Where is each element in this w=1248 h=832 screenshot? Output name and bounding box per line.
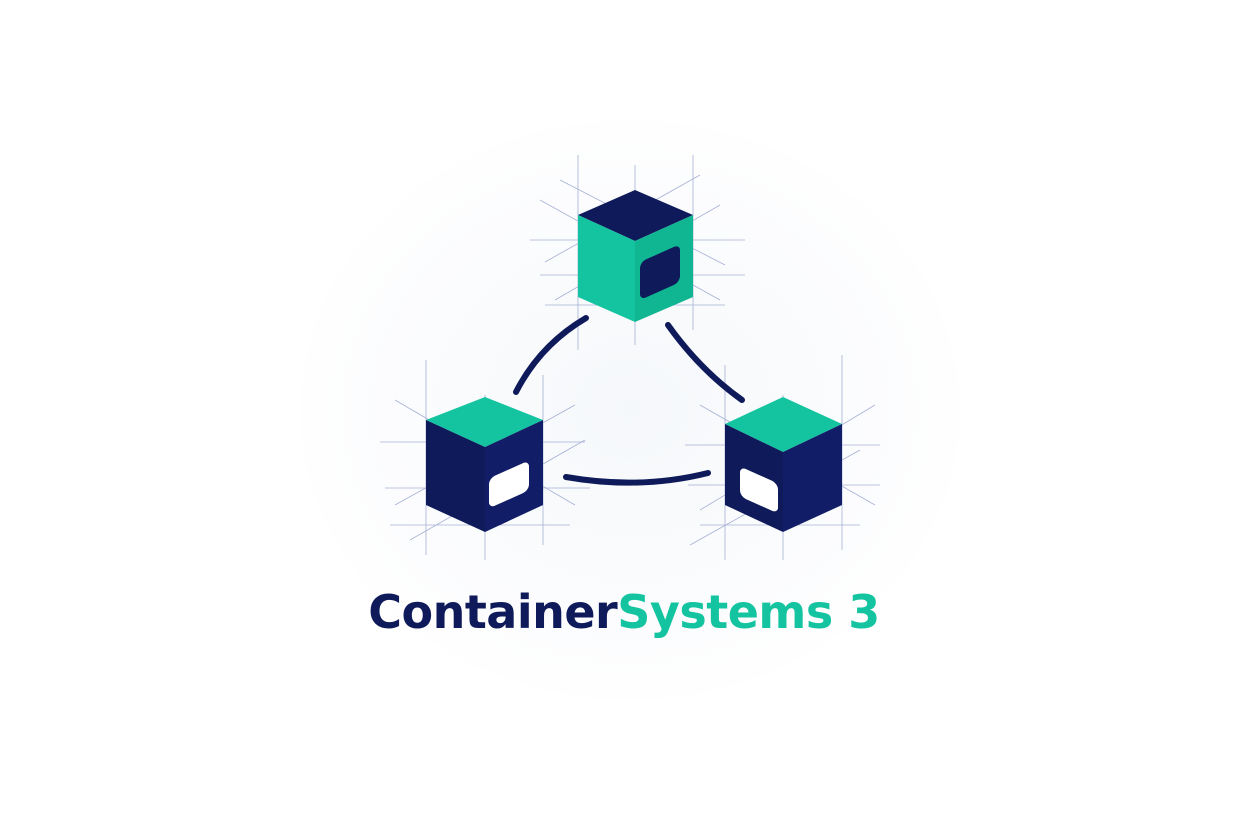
brand-wordmark: ContainerSystems 3 xyxy=(0,582,1248,642)
brand-name-part-2: Systems xyxy=(617,585,833,639)
container-cube-icon xyxy=(426,397,543,532)
container-cube-icon xyxy=(725,397,842,532)
brand-name-part-1: Container xyxy=(368,585,618,639)
brand-version: 3 xyxy=(848,585,880,639)
container-cube-icon xyxy=(578,190,693,322)
network-link-icon xyxy=(513,315,745,486)
